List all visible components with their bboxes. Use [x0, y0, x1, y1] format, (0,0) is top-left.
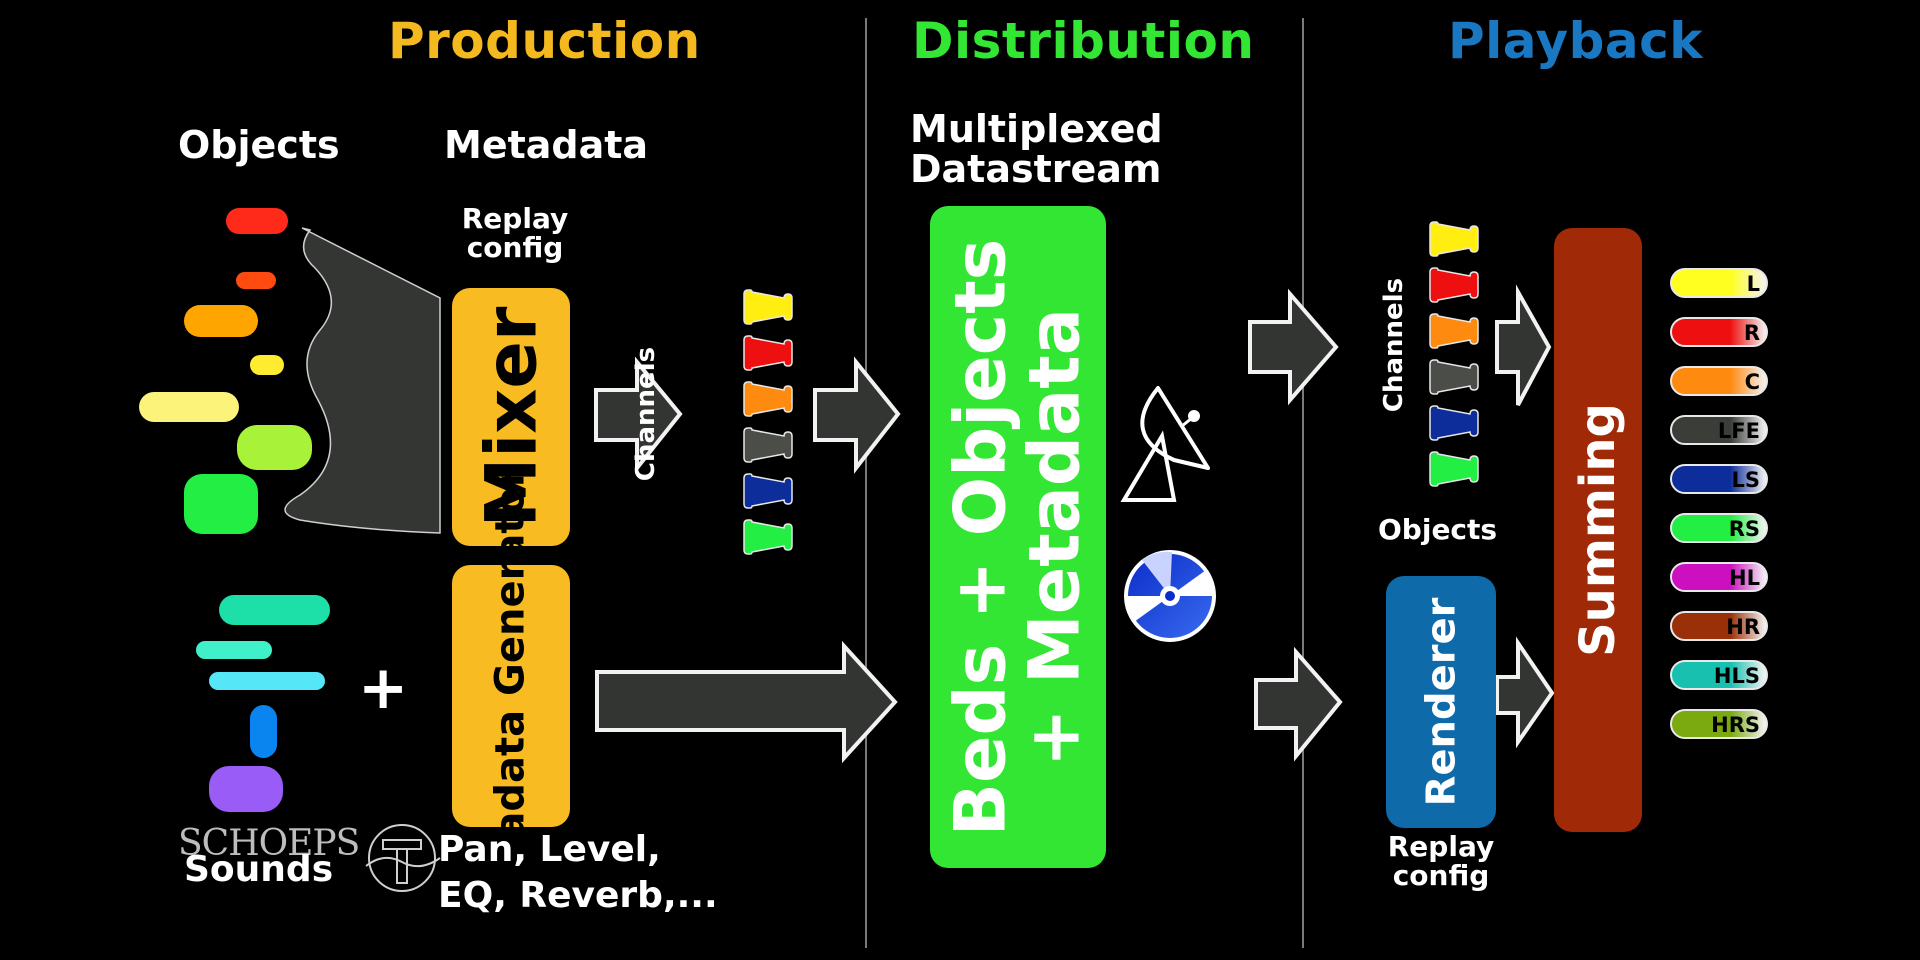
- output-channel-hl: HL: [1670, 562, 1768, 592]
- channel-connector-icon: [1429, 313, 1479, 349]
- object-pill: [219, 595, 330, 625]
- object-pill: [250, 355, 284, 375]
- output-channel-rs: RS: [1670, 513, 1768, 543]
- output-channel-label: HRS: [1711, 713, 1760, 737]
- disc-icon: [1124, 550, 1216, 642]
- mixer-box: Mixer: [452, 288, 570, 546]
- metadata-params-line1: Pan, Level,: [438, 829, 661, 870]
- output-channel-label: HR: [1726, 615, 1760, 639]
- object-pill: [226, 208, 288, 234]
- summing-box: Summing: [1554, 228, 1642, 832]
- output-channel-label: LS: [1731, 468, 1760, 492]
- object-pill: [184, 474, 258, 534]
- channel-connector-icon: [1429, 221, 1479, 257]
- renderer-box: Renderer: [1386, 576, 1496, 828]
- datastream-line1: Beds + Objects: [939, 238, 1022, 836]
- channel-connector-icon: [743, 381, 793, 417]
- arrow-right-icon: [1495, 284, 1552, 406]
- output-channel-l: L: [1670, 268, 1768, 298]
- channels-label-production: Channels: [631, 346, 661, 482]
- channel-connector-icon: [1429, 359, 1479, 395]
- metadata-label: Metadata: [444, 123, 649, 167]
- datastream-box: Beds + Objects + Metadata: [930, 206, 1106, 868]
- objects-label: Objects: [178, 123, 340, 167]
- tonmeister-logo-icon: [365, 824, 441, 892]
- datastream-header-line2: Datastream: [910, 146, 1162, 191]
- channel-connector-icon: [1429, 267, 1479, 303]
- output-channel-lfe: LFE: [1670, 415, 1768, 445]
- channel-connector-icon: [1429, 451, 1479, 487]
- replay-config-label-playback: Replay config: [1387, 830, 1495, 893]
- channel-connector-icon: [743, 289, 793, 325]
- channel-connector-icon: [1429, 405, 1479, 441]
- arrow-right-icon: [1495, 636, 1555, 749]
- channel-connector-icon: [743, 335, 793, 371]
- arrow-right-icon: [813, 356, 901, 474]
- output-channel-r: R: [1670, 317, 1768, 347]
- channel-stack-production: [740, 288, 794, 564]
- object-pill: [184, 305, 258, 337]
- section-title-production: Production: [388, 12, 701, 70]
- datastream-header-line1: Multiplexed: [910, 107, 1163, 151]
- arrow-right-icon: [1254, 646, 1343, 762]
- output-channel-label: HL: [1729, 566, 1760, 590]
- arrow-right-icon: [595, 640, 898, 764]
- object-pill: [250, 705, 277, 758]
- output-channel-label: RS: [1728, 517, 1760, 541]
- output-channel-label: C: [1744, 370, 1760, 394]
- output-channel-label: R: [1743, 321, 1760, 345]
- divider-production-distribution: [865, 18, 867, 948]
- output-channel-hls: HLS: [1670, 660, 1768, 690]
- section-title-distribution: Distribution: [912, 12, 1255, 70]
- channel-connector-icon: [743, 473, 793, 509]
- summing-label: Summing: [1570, 403, 1627, 657]
- output-channel-label: HLS: [1713, 664, 1760, 688]
- output-channel-ls: LS: [1670, 464, 1768, 494]
- plus-sign: +: [358, 653, 409, 723]
- datastream-content: Beds + Objects + Metadata: [939, 238, 1096, 836]
- channel-stack-playback: [1426, 220, 1480, 496]
- sounds-label: Sounds: [184, 849, 334, 890]
- datastream-line2: + Metadata: [1013, 307, 1096, 767]
- object-pill: [139, 392, 239, 422]
- watermark-brand: SCHOEPS: [178, 823, 360, 864]
- section-title-playback: Playback: [1448, 12, 1704, 70]
- satellite-dish-icon: [1120, 386, 1210, 502]
- object-pill: [236, 272, 276, 289]
- output-channel-label: L: [1746, 272, 1760, 296]
- renderer-label: Renderer: [1418, 597, 1464, 807]
- output-channel-hr: HR: [1670, 611, 1768, 641]
- output-channel-label: LFE: [1717, 419, 1760, 443]
- channel-connector-icon: [743, 427, 793, 463]
- arrow-right-icon: [594, 356, 683, 474]
- divider-distribution-playback: [1302, 18, 1304, 948]
- metadata-params-line2: EQ, Reverb,...: [438, 875, 718, 916]
- channels-label-playback: Channels: [1379, 277, 1409, 413]
- output-channel-c: C: [1670, 366, 1768, 396]
- object-pill: [209, 672, 325, 690]
- output-channel-hrs: HRS: [1670, 709, 1768, 739]
- output-channel-list: L R C LFE LS RS HL HR HLS HRS: [1670, 268, 1770, 758]
- object-pill: [237, 425, 312, 470]
- object-pill: [209, 766, 283, 812]
- objects-label-playback: Objects: [1378, 513, 1498, 546]
- replay-config-label: Replay config: [461, 202, 569, 265]
- channel-connector-icon: [743, 519, 793, 555]
- datastream-header: Multiplexed Datastream: [910, 107, 1163, 191]
- metadata-generator-box: Metadata Generator: [452, 467, 570, 925]
- arrow-right-icon: [1248, 288, 1339, 406]
- object-pill: [196, 641, 272, 659]
